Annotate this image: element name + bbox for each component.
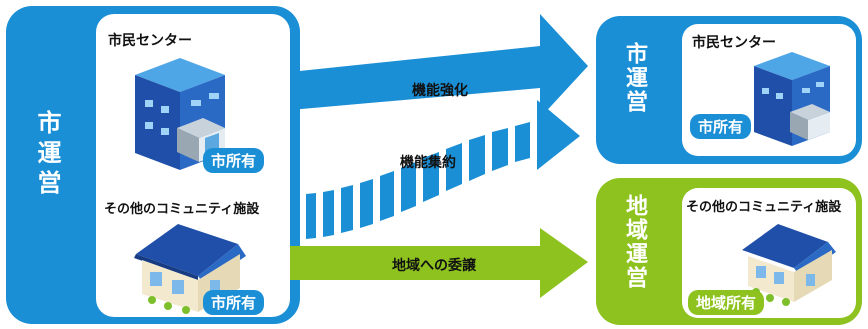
right-top-building-image <box>754 52 830 146</box>
left-building2-ownership-badge: 市所有 <box>203 290 265 315</box>
left-building1-label: 市民センター <box>108 33 192 49</box>
right-top-building-label: 市民センター <box>692 35 776 51</box>
left-building1-ownership-badge: 市所有 <box>203 148 265 173</box>
arrow-consolidate-label: 機能集約 <box>400 155 456 171</box>
right-bottom-building-label: その他のコミュニティ施設 <box>686 200 842 215</box>
arrow-delegate <box>290 228 588 298</box>
left-panel-title: 市運営 <box>33 110 61 200</box>
left-building2-label: その他のコミュニティ施設 <box>104 202 260 217</box>
right-top-ownership-badge: 市所有 <box>690 114 752 139</box>
right-bottom-building-image <box>742 224 836 306</box>
right-top-panel-title: 市運営 <box>622 42 647 114</box>
right-bottom-ownership-badge: 地域所有 <box>688 290 765 315</box>
arrow-strengthen-label: 機能強化 <box>412 83 468 99</box>
left-building2-image <box>134 224 246 314</box>
arrow-strengthen <box>290 14 588 118</box>
arrow-consolidate <box>292 100 580 240</box>
arrow-delegate-label: 地域への委譲 <box>392 258 476 274</box>
right-bottom-panel-title: 地域運営 <box>622 194 647 290</box>
